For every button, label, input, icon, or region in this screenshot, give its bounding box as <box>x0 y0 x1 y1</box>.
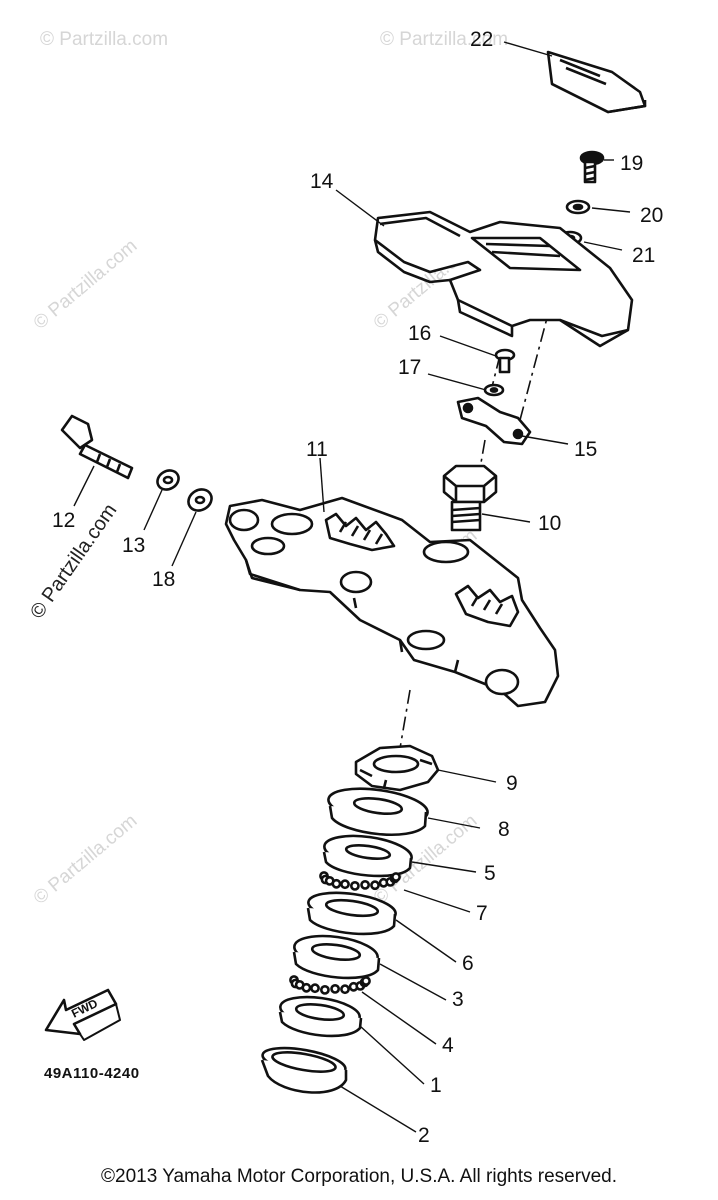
stem-nut-part-10 <box>442 464 498 532</box>
callout-8: 8 <box>498 818 510 841</box>
cover-part-8 <box>327 787 429 837</box>
screw-part-16 <box>494 348 516 374</box>
bearing-ball <box>330 984 340 994</box>
callout-15: 15 <box>574 438 597 461</box>
callout-22: 22 <box>470 28 493 51</box>
bracket-part-15 <box>456 396 532 446</box>
callout-10: 10 <box>538 512 561 535</box>
bearing-ball <box>360 880 370 890</box>
callout-14: 14 <box>310 170 334 193</box>
callout-5: 5 <box>484 862 496 885</box>
emblem-part-22 <box>546 50 647 114</box>
callouts: 22 19 20 21 14 16 17 15 11 10 12 13 18 9… <box>52 28 663 1147</box>
bolt-part-19 <box>579 150 605 184</box>
washer-part-13 <box>156 469 180 491</box>
bearing-ball <box>310 983 320 994</box>
callout-11: 11 <box>306 438 328 461</box>
bearing-ball <box>370 880 380 891</box>
callout-19: 19 <box>620 152 643 175</box>
handle-crown-part-14 <box>373 210 634 348</box>
bearing-ball <box>340 984 350 995</box>
bearing-race-part-3 <box>292 934 381 980</box>
callout-7: 7 <box>476 902 488 925</box>
bearing-race-part-5 <box>322 834 413 878</box>
callout-1: 1 <box>430 1074 442 1097</box>
watermarks: © Partzilla.com © Partzilla.com © Partzi… <box>26 29 508 909</box>
bearing-balls-part-7 <box>319 871 401 891</box>
callout-12: 12 <box>52 509 75 532</box>
forward-arrow-icon: FWD <box>44 988 121 1041</box>
callout-2: 2 <box>418 1124 430 1147</box>
watermark: © Partzilla.com <box>40 29 168 50</box>
part-code: 49A110-4240 <box>44 1065 140 1082</box>
watermark: © Partzilla.com <box>30 235 142 333</box>
bearing-ball <box>391 872 401 882</box>
callout-4: 4 <box>442 1034 454 1057</box>
lower-bracket-part-11 <box>224 496 560 708</box>
callout-13: 13 <box>122 534 145 557</box>
bearing-ball <box>331 878 342 889</box>
bearing-ball <box>361 976 371 986</box>
bearing-ball <box>301 982 312 993</box>
washer-part-20 <box>565 199 591 215</box>
callout-9: 9 <box>506 772 518 795</box>
bearing-race-part-1 <box>278 995 363 1038</box>
bearing-race-part-6 <box>306 891 397 936</box>
ring-nut-part-9 <box>354 744 440 792</box>
washer-part-17 <box>483 383 505 397</box>
callout-20: 20 <box>640 204 663 227</box>
copyright-notice: ©2013 Yamaha Motor Corporation, U.S.A. A… <box>101 1166 617 1187</box>
bearing-ball <box>340 879 350 890</box>
seal-part-2 <box>260 1046 348 1094</box>
watermark: © Partzilla.com <box>30 810 142 908</box>
bearing-balls-part-4 <box>289 975 371 995</box>
pinch-bolt-part-12 <box>60 414 134 480</box>
washer-part-18 <box>187 488 213 512</box>
bearing-ball <box>349 881 360 891</box>
callout-21: 21 <box>632 244 655 267</box>
watermark: © Partzilla.com <box>380 29 508 50</box>
callout-3: 3 <box>452 988 464 1011</box>
callout-16: 16 <box>408 322 431 345</box>
bearing-ball <box>319 985 330 995</box>
callout-6: 6 <box>462 952 474 975</box>
callout-17: 17 <box>398 356 421 379</box>
callout-18: 18 <box>152 568 175 591</box>
leader-lines <box>73 41 631 1133</box>
